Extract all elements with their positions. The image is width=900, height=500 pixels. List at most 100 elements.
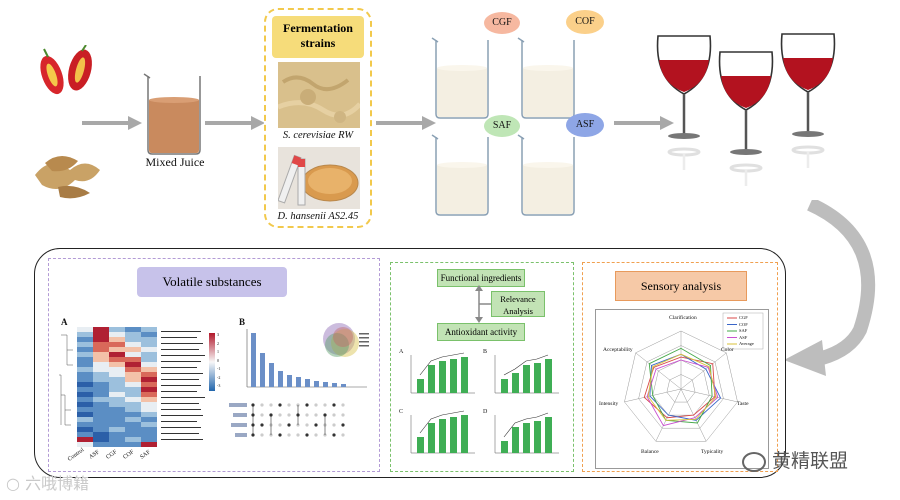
flow-arrow-3 bbox=[376, 115, 438, 131]
heatmap-cell bbox=[141, 432, 157, 437]
radar-axis-intensity: Intensity bbox=[599, 401, 618, 407]
beaker-cof bbox=[518, 38, 574, 118]
heatmap-cell bbox=[141, 427, 157, 432]
upset-dot bbox=[260, 423, 263, 426]
heatmap-cell bbox=[77, 387, 93, 392]
heatmap-cell bbox=[141, 397, 157, 402]
heatmap-cell bbox=[109, 362, 125, 367]
strain1-label: S. cerevisiae RW bbox=[266, 130, 370, 141]
radar-axis-acceptability: Acceptability bbox=[603, 347, 633, 353]
upset-dot bbox=[332, 433, 335, 436]
heatmap-chart bbox=[59, 325, 229, 465]
upset-dot bbox=[296, 433, 299, 436]
venn-diagram bbox=[323, 323, 359, 357]
heatmap-cell bbox=[77, 382, 93, 387]
heatmap-cell bbox=[109, 427, 125, 432]
fchart-bar bbox=[545, 417, 552, 453]
heatmap-cell bbox=[125, 382, 141, 387]
fermentation-strains-title: Fermentation strains bbox=[272, 16, 364, 58]
fchart-bar bbox=[545, 359, 552, 393]
legend-tick: 3 bbox=[217, 331, 225, 340]
heatmap-cell bbox=[109, 327, 125, 332]
heatmap-cell bbox=[77, 347, 93, 352]
heatmap-cell bbox=[125, 352, 141, 357]
heatmap-cell bbox=[93, 367, 109, 372]
heatmap-cell bbox=[141, 382, 157, 387]
watermark-icon: ○ bbox=[6, 474, 20, 493]
heatmap-cell bbox=[125, 402, 141, 407]
radar-spoke bbox=[636, 353, 681, 389]
watermark-right-text: 黄精联盟 bbox=[772, 450, 848, 472]
wechat-icon bbox=[742, 452, 766, 472]
radar-series-line bbox=[648, 354, 716, 420]
heatmap-cell bbox=[125, 407, 141, 412]
badge-asf: ASF bbox=[566, 113, 604, 137]
venn-legend bbox=[359, 333, 369, 347]
fchart-bar bbox=[523, 423, 530, 453]
mixed-juice-beaker bbox=[142, 68, 206, 158]
wine-glass-3-icon bbox=[782, 34, 835, 168]
upset-dot bbox=[341, 423, 344, 426]
upset-dot bbox=[341, 403, 344, 406]
radar-axis-taste: Taste bbox=[737, 401, 749, 407]
upset-dot bbox=[305, 423, 308, 426]
upset-dot bbox=[287, 423, 290, 426]
curved-return-arrow bbox=[770, 200, 900, 380]
heatmap-cell bbox=[125, 437, 141, 442]
heatmap-cell bbox=[77, 327, 93, 332]
heatmap-cell bbox=[125, 417, 141, 422]
heatmap-cell bbox=[93, 327, 109, 332]
fchart-bar bbox=[439, 419, 446, 453]
heatmap-cell bbox=[125, 347, 141, 352]
upset-bar bbox=[323, 382, 328, 387]
heatmap-cell bbox=[93, 442, 109, 447]
heatmap-cell bbox=[77, 377, 93, 382]
watermark-left: ○ 六哦博籍 bbox=[6, 470, 89, 494]
heatmap-cell bbox=[125, 387, 141, 392]
heatmap-cell bbox=[93, 357, 109, 362]
upset-bar bbox=[332, 383, 337, 387]
heatmap-cell bbox=[93, 432, 109, 437]
heatmap-cell bbox=[125, 362, 141, 367]
heatmap-cell bbox=[93, 402, 109, 407]
fchart-bar bbox=[417, 379, 424, 393]
heatmap-cell bbox=[125, 422, 141, 427]
upset-dot bbox=[269, 403, 272, 406]
heatmap-cell bbox=[125, 342, 141, 347]
heatmap-cell bbox=[125, 332, 141, 337]
heatmap-cell bbox=[141, 412, 157, 417]
fchart-bar bbox=[417, 437, 424, 453]
heatmap-cell bbox=[77, 337, 93, 342]
beaker-saf bbox=[432, 135, 488, 215]
upset-bar bbox=[269, 363, 274, 387]
heatmap-cell bbox=[125, 412, 141, 417]
heatmap-cell bbox=[141, 367, 157, 372]
heatmap-cell bbox=[109, 437, 125, 442]
functional-bar-charts bbox=[397, 347, 569, 469]
upset-dot bbox=[278, 423, 281, 426]
upset-bar bbox=[296, 377, 301, 387]
heatmap-cell bbox=[93, 412, 109, 417]
polygonatum-root-icon bbox=[35, 156, 100, 198]
heatmap-cell bbox=[125, 442, 141, 447]
strain2-label: D. hansenii AS2.45 bbox=[266, 211, 370, 222]
fchart-bar bbox=[439, 361, 446, 393]
heatmap-cell bbox=[77, 417, 93, 422]
fchart-bar bbox=[450, 359, 457, 393]
upset-dot bbox=[332, 423, 335, 426]
upset-dot bbox=[305, 413, 308, 416]
upset-dot bbox=[305, 403, 308, 406]
heatmap-cell bbox=[109, 347, 125, 352]
upset-dot bbox=[278, 403, 281, 406]
heatmap-cell bbox=[141, 327, 157, 332]
volatile-title: Volatile substances bbox=[137, 267, 287, 297]
fchart-bar bbox=[501, 441, 508, 453]
heatmap-cell bbox=[141, 347, 157, 352]
heatmap-cell bbox=[141, 362, 157, 367]
fchart-bar bbox=[428, 423, 435, 453]
fchart-bar bbox=[461, 357, 468, 393]
heatmap-cell bbox=[93, 422, 109, 427]
upset-dot bbox=[260, 413, 263, 416]
fchart-bar bbox=[461, 415, 468, 453]
legend-tick: -3 bbox=[217, 382, 225, 391]
